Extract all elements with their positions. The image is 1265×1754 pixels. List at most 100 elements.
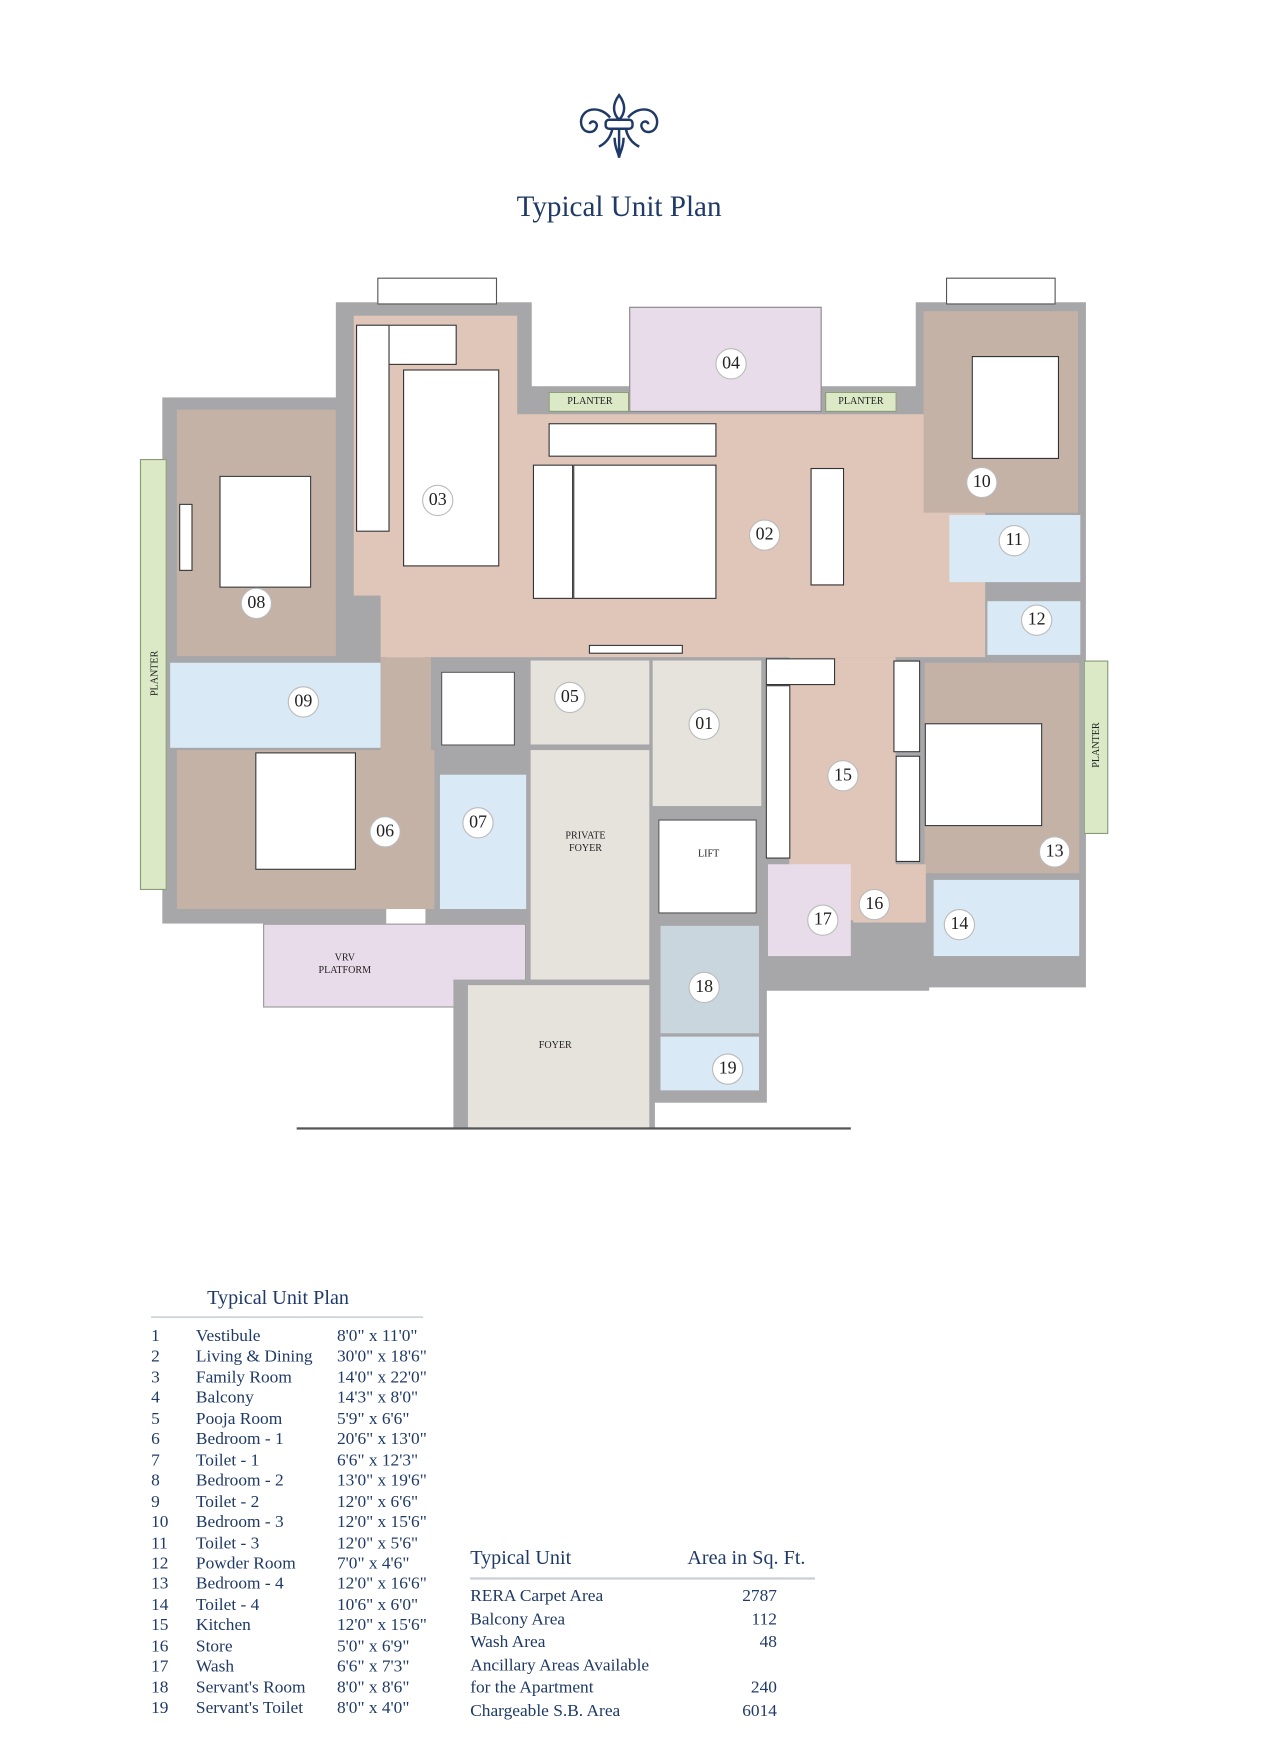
pooja-room	[530, 660, 650, 745]
area-table-header-unit: Typical Unit	[470, 1546, 572, 1569]
room-row-name: Powder Room	[195, 1553, 296, 1573]
room-table-title: Typical Unit Plan	[207, 1286, 349, 1309]
area-row-label: Ancillary Areas Available	[470, 1655, 650, 1675]
balcony-railing	[377, 277, 498, 305]
room-number-08: 08	[240, 587, 273, 620]
room-number-19: 19	[712, 1053, 744, 1085]
room-row-name: Servant's Room	[195, 1677, 306, 1697]
foyer-label: FOYER	[538, 1038, 572, 1051]
room-row-no: 15	[151, 1615, 169, 1635]
room-row-name: Store	[195, 1636, 233, 1656]
room-row-name: Servant's Toilet	[195, 1698, 304, 1718]
room-number-01: 01	[688, 708, 720, 740]
room-row-size: 14'3" x 8'0"	[336, 1388, 419, 1408]
vrv-platform-label: VRV PLATFORM	[318, 951, 372, 976]
divider	[151, 1316, 424, 1318]
room-row-no: 12	[151, 1553, 169, 1573]
lift	[658, 819, 757, 914]
room-row-size: 8'0" x 4'0"	[336, 1698, 410, 1718]
room-row-name: Living & Dining	[195, 1347, 313, 1367]
room-row-name: Bedroom - 4	[195, 1574, 284, 1594]
room-row-no: 17	[151, 1657, 169, 1677]
room-row-size: 6'6" x 7'3"	[336, 1657, 410, 1677]
room-row-name: Wash	[195, 1657, 235, 1677]
room-number-07: 07	[462, 807, 494, 839]
room-number-14: 14	[943, 909, 976, 941]
room-row-no: 16	[151, 1636, 169, 1656]
area-table-header-area: Area in Sq. Ft.	[687, 1546, 806, 1569]
room-row-name: Vestibule	[195, 1326, 261, 1346]
room-number-13: 13	[1038, 836, 1071, 868]
room-row-name: Toilet - 4	[195, 1595, 260, 1615]
room-row-size: 8'0" x 11'0"	[336, 1326, 418, 1346]
room-row-no: 10	[151, 1512, 169, 1532]
room-row-no: 18	[151, 1677, 169, 1697]
room-row-no: 4	[151, 1388, 160, 1408]
room-number-06: 06	[369, 816, 401, 848]
room-row-size: 30'0" x 18'6"	[336, 1347, 427, 1367]
foyer	[467, 985, 650, 1129]
divider	[470, 1577, 815, 1580]
room-row-size: 20'6" x 13'0"	[336, 1429, 427, 1449]
room-number-04: 04	[715, 348, 747, 380]
room-row-size: 13'0" x 19'6"	[336, 1471, 427, 1491]
planter-left	[139, 458, 167, 891]
area-row-value: 240	[750, 1678, 777, 1698]
room-row-name: Toilet - 2	[195, 1491, 260, 1511]
toilet-2	[170, 662, 381, 748]
corridor-line	[296, 1127, 851, 1130]
room-row-no: 6	[151, 1429, 160, 1449]
room-number-09: 09	[287, 686, 320, 718]
servant-toilet	[660, 1036, 760, 1091]
room-row-name: Family Room	[195, 1367, 292, 1387]
area-row-label: RERA Carpet Area	[470, 1586, 604, 1606]
balcony-railing	[945, 277, 1056, 305]
room-number-16: 16	[858, 888, 891, 921]
planter-label: PLANTER	[567, 395, 613, 407]
area-row-value: 2787	[742, 1586, 777, 1606]
room-number-03: 03	[422, 484, 454, 517]
private-foyer	[530, 750, 650, 986]
area-row-value: 112	[751, 1609, 777, 1629]
room-row-size: 7'0" x 4'6"	[336, 1553, 410, 1573]
room-number-17: 17	[807, 904, 839, 936]
room-number-05: 05	[554, 681, 586, 714]
room-row-size: 8'0" x 8'6"	[336, 1677, 410, 1697]
room-row-no: 11	[151, 1533, 168, 1553]
planter-top-right	[825, 391, 897, 412]
room-row-name: Bedroom - 2	[195, 1471, 284, 1491]
area-row-label: for the Apartment	[470, 1678, 594, 1698]
planter-top-left	[548, 391, 630, 412]
fleur-de-lis-logo	[579, 93, 659, 158]
room-number-15: 15	[827, 760, 859, 792]
room-row-no: 19	[151, 1698, 169, 1718]
room-row-size: 12'0" x 16'6"	[336, 1574, 427, 1594]
room-row-no: 8	[151, 1471, 160, 1491]
shaft	[441, 671, 515, 746]
page-title: Typical Unit Plan	[516, 190, 722, 223]
room-row-name: Pooja Room	[195, 1409, 283, 1429]
planter-label: PLANTER	[1089, 722, 1102, 768]
room-row-name: Toilet - 3	[195, 1533, 260, 1553]
room-row-name: Toilet - 1	[195, 1450, 260, 1470]
area-row-label: Wash Area	[470, 1632, 546, 1652]
room-row-no: 1	[151, 1326, 160, 1346]
room-number-02: 02	[748, 519, 781, 551]
room-row-no: 2	[151, 1347, 160, 1367]
balcony	[629, 306, 822, 412]
planter-label: PLANTER	[838, 395, 884, 407]
room-row-size: 5'9" x 6'6"	[336, 1409, 410, 1429]
room-row-name: Balcony	[195, 1388, 254, 1408]
room-row-name: Bedroom - 1	[195, 1429, 284, 1449]
room-row-no: 9	[151, 1491, 160, 1511]
room-row-size: 12'0" x 15'6"	[336, 1615, 427, 1635]
room-row-size: 12'0" x 5'6"	[336, 1533, 419, 1553]
planter-label: PLANTER	[148, 650, 160, 697]
room-row-name: Kitchen	[195, 1615, 251, 1635]
room-row-no: 7	[151, 1450, 160, 1470]
area-row-value: 48	[759, 1632, 777, 1652]
toilet-1	[439, 774, 527, 910]
planter-right	[1083, 660, 1109, 835]
area-row-label: Balcony Area	[470, 1609, 566, 1629]
room-row-name: Bedroom - 3	[195, 1512, 284, 1532]
